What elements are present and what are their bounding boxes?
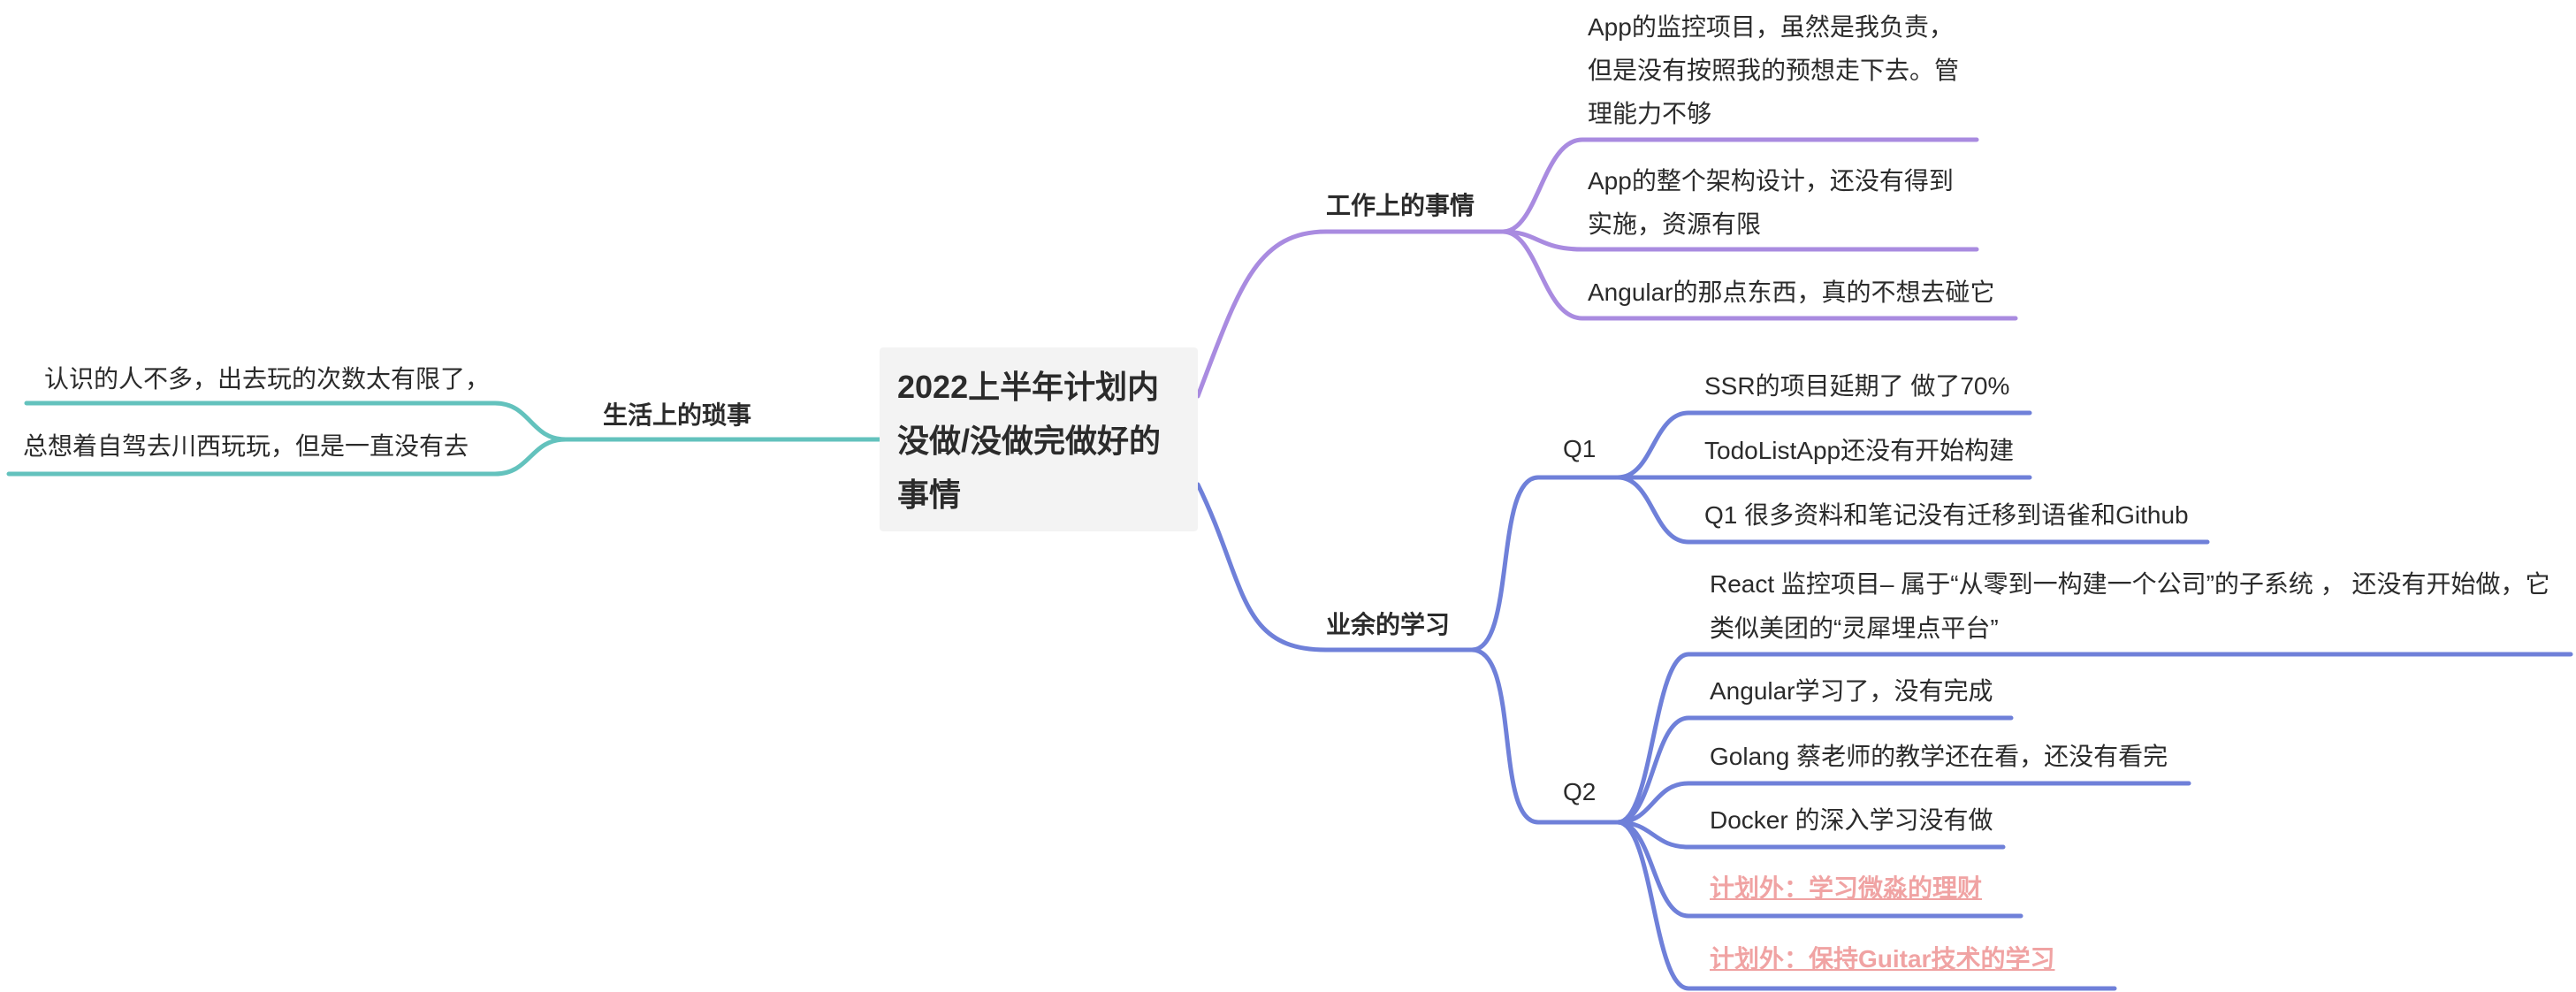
q2-item-5[interactable]: 计划外：学习微淼的理财 <box>1710 874 1983 902</box>
q2-item-6[interactable]: 计划外：保持Guitar技术的学习 <box>1710 945 2055 973</box>
q1-item-3[interactable]: Q1 很多资料和笔记没有迁移到语雀和Github <box>1704 501 2189 529</box>
q1-item-2[interactable]: TodoListApp还没有开始构建 <box>1704 437 2015 464</box>
q2-item-3[interactable]: Golang 蔡老师的教学还在看，还没有看完 <box>1710 743 2168 770</box>
q1-topic[interactable]: Q1 <box>1563 435 1597 462</box>
life-branch-lines <box>6 401 882 477</box>
study-topic[interactable]: 业余的学习 <box>1326 611 1451 638</box>
q1-item-1[interactable]: SSR的项目延期了 做了70% <box>1704 372 2010 400</box>
q2-topic[interactable]: Q2 <box>1563 778 1597 805</box>
root-title: 2022上半年计划内没做/没做完做好的事情 <box>897 369 1162 513</box>
root-topic[interactable]: 2022上半年计划内没做/没做完做好的事情 <box>880 347 1198 531</box>
q2-item-2[interactable]: Angular学习了，没有完成 <box>1710 677 1993 705</box>
work-item-3[interactable]: Angular的那点东西，真的不想去碰它 <box>1588 279 1995 306</box>
life-item-2[interactable]: 总想着自驾去川西玩玩，但是一直没有去 <box>23 432 469 460</box>
work-item-1[interactable]: App的监控项目，虽然是我负责，但是没有按照我的预想走下去。管理能力不够 <box>1588 13 1960 127</box>
life-item-1[interactable]: 认识的人不多，出去玩的次数太有限了， <box>44 365 491 393</box>
study-branch-lines <box>1195 410 2573 991</box>
q2-item-1[interactable]: React 监控项目– 属于“从零到一构建一个公司”的子系统 ， 还没有开始做，… <box>1710 570 2550 642</box>
work-branch-lines <box>1195 137 2018 399</box>
q2-item-4[interactable]: Docker 的深入学习没有做 <box>1710 806 1993 834</box>
work-topic[interactable]: 工作上的事情 <box>1326 192 1475 219</box>
life-topic[interactable]: 生活上的琐事 <box>603 401 752 429</box>
work-item-2[interactable]: App的整个架构设计，还没有得到实施，资源有限 <box>1588 167 1954 238</box>
